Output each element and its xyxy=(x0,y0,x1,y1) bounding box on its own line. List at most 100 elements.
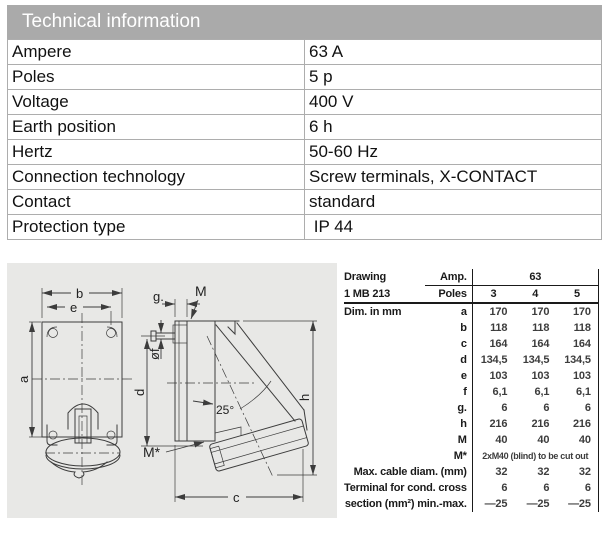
table-row: 1 MB 213 Poles 3 4 5 xyxy=(344,285,599,304)
table-row: M* 2xM40 (blind) to be cut out xyxy=(344,448,599,464)
dim-key: a xyxy=(460,306,467,318)
dim-label-f: øf xyxy=(147,348,162,360)
info-label: Hertz xyxy=(7,139,305,165)
dim-value: 103 xyxy=(471,368,515,384)
section-header: Technical information xyxy=(7,5,602,39)
footer-value: 32 xyxy=(471,464,515,480)
footer-label: Max. cable diam. (mm) xyxy=(353,466,467,478)
drawing-label: Drawing xyxy=(344,271,386,284)
dimensional-drawing-panel: b e a xyxy=(7,263,337,518)
info-label: Earth position xyxy=(7,114,305,140)
info-value: 63 A xyxy=(304,39,602,65)
dim-value: 164 xyxy=(471,336,515,352)
table-row: Poles 5 p xyxy=(7,64,602,90)
dimensions-table: Drawing Amp. 63 1 MB 213 Poles 3 4 5 Dim… xyxy=(344,269,599,512)
table-row: M 40 40 40 xyxy=(344,432,599,448)
pole-count: 3 xyxy=(471,285,515,304)
info-label: Poles xyxy=(7,64,305,90)
dim-key: f xyxy=(463,386,467,398)
poles-label: Poles xyxy=(425,285,473,304)
table-row: f 6,1 6,1 6,1 xyxy=(344,384,599,400)
angle-label: 25° xyxy=(216,403,234,417)
mstar-value: 2xM40 (blind) to be cut out xyxy=(471,448,599,464)
dim-unit-label: Dim. in mm xyxy=(344,306,402,318)
technical-info-table: Ampere 63 A Poles 5 p Voltage 400 V Eart… xyxy=(7,39,602,240)
table-row: Contact standard xyxy=(7,189,602,215)
dimensional-drawing: b e a xyxy=(16,283,317,505)
footer-value: 6 xyxy=(543,482,550,494)
table-row: e 103 103 103 xyxy=(344,368,599,384)
dim-value: 170 xyxy=(471,303,515,320)
info-value: standard xyxy=(304,189,602,215)
footer-label: section (mm²) min.-max. xyxy=(344,498,467,510)
table-row: Earth position 6 h xyxy=(7,114,602,140)
info-value: 50-60 Hz xyxy=(304,139,602,165)
dim-label-e: e xyxy=(70,300,77,315)
dim-key: d xyxy=(460,354,467,366)
dim-value: 118 xyxy=(556,320,599,336)
footer-value: 32 xyxy=(556,464,599,480)
dim-value: 134,5 xyxy=(471,352,515,368)
footer-value: —25 xyxy=(471,496,515,512)
info-label: Protection type xyxy=(7,214,305,240)
dim-value: 134,5 xyxy=(556,352,599,368)
table-row: section (mm²) min.-max. —25 —25 —25 xyxy=(344,496,599,512)
dim-value: 216 xyxy=(556,416,599,432)
table-row: Hertz 50-60 Hz xyxy=(7,139,602,165)
table-row: Voltage 400 V xyxy=(7,89,602,115)
side-view: 25° g. M øf d M* xyxy=(132,283,317,505)
info-label: Connection technology xyxy=(7,164,305,190)
info-value: IP 44 xyxy=(304,214,602,240)
dim-label-b: b xyxy=(76,286,83,301)
amp-value: 63 xyxy=(471,269,599,286)
table-row: b 118 118 118 xyxy=(344,320,599,336)
table-row: Terminal for cond. cross 6 6 6 xyxy=(344,480,599,496)
dim-label-M-star: M* xyxy=(143,444,161,460)
dim-value: 134,5 xyxy=(522,354,550,366)
dim-value: 118 xyxy=(532,322,550,334)
dim-value: 164 xyxy=(556,336,599,352)
dim-value: 216 xyxy=(531,418,550,430)
dim-key: c xyxy=(460,338,467,350)
pole-count: 5 xyxy=(556,285,599,304)
info-value: 5 p xyxy=(304,64,602,90)
dim-value: 6,1 xyxy=(556,384,599,400)
dim-value: 40 xyxy=(471,432,515,448)
table-row: Ampere 63 A xyxy=(7,39,602,65)
dim-value: 40 xyxy=(556,432,599,448)
table-row: Protection type IP 44 xyxy=(7,214,602,240)
dim-value: 6 xyxy=(543,402,550,414)
info-value: Screw terminals, X-CONTACT xyxy=(304,164,602,190)
footer-label: Terminal for cond. cross xyxy=(344,482,467,494)
dim-value: 6,1 xyxy=(534,386,550,398)
dim-key: h xyxy=(460,418,467,430)
drawing-number: 1 MB 213 xyxy=(344,285,426,304)
dim-label-d: d xyxy=(132,389,147,396)
dim-value: 170 xyxy=(556,303,599,320)
dim-value: 6 xyxy=(556,400,599,416)
dim-label-h: h xyxy=(297,394,312,401)
front-view: b e a xyxy=(16,286,133,487)
dim-value: 40 xyxy=(537,434,550,446)
section-title: Technical information xyxy=(22,11,201,32)
table-row: Connection technology Screw terminals, X… xyxy=(7,164,602,190)
info-label: Contact xyxy=(7,189,305,215)
footer-value: 32 xyxy=(537,466,550,478)
footer-value: 6 xyxy=(471,480,515,496)
info-value: 6 h xyxy=(304,114,602,140)
dim-value: 216 xyxy=(471,416,515,432)
table-row: Max. cable diam. (mm) 32 32 32 xyxy=(344,464,599,480)
footer-value: —25 xyxy=(556,496,599,512)
pole-count: 4 xyxy=(514,285,557,304)
amp-label: Amp. xyxy=(425,269,473,286)
dim-value: 118 xyxy=(471,320,515,336)
info-label: Ampere xyxy=(7,39,305,65)
footer-value: —25 xyxy=(526,498,550,510)
dim-value: 103 xyxy=(531,370,550,382)
dim-key: b xyxy=(460,322,467,334)
dim-value: 103 xyxy=(556,368,599,384)
dim-value: 170 xyxy=(531,306,550,318)
info-value: 400 V xyxy=(304,89,602,115)
dim-key: e xyxy=(460,370,467,382)
